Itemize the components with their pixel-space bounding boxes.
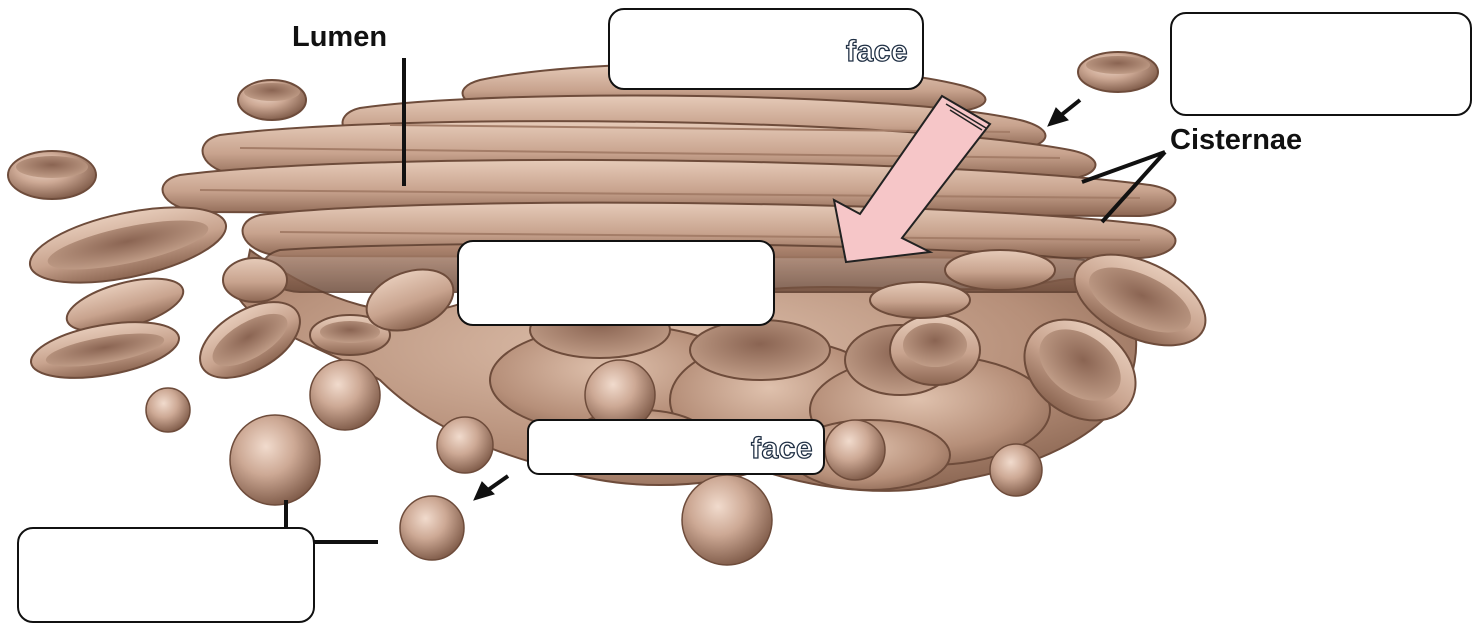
cisternae-label: Cisternae (1170, 126, 1302, 155)
arrow-to-vesicle-head (474, 482, 494, 500)
face-word-top: face (846, 37, 908, 67)
answer-box-bottom-face[interactable]: face (527, 419, 825, 475)
arrow-to-vesicle-shaft (488, 476, 508, 490)
arrow-to-cup-shaft (1060, 100, 1080, 116)
lumen-label: Lumen (292, 23, 387, 52)
answer-box-middle[interactable] (457, 240, 775, 326)
answer-box-top-face[interactable]: face (608, 8, 924, 90)
answer-box-bottom-left[interactable] (17, 527, 315, 623)
face-word-bottom: face (751, 434, 813, 464)
answer-box-top-right[interactable] (1170, 12, 1472, 116)
